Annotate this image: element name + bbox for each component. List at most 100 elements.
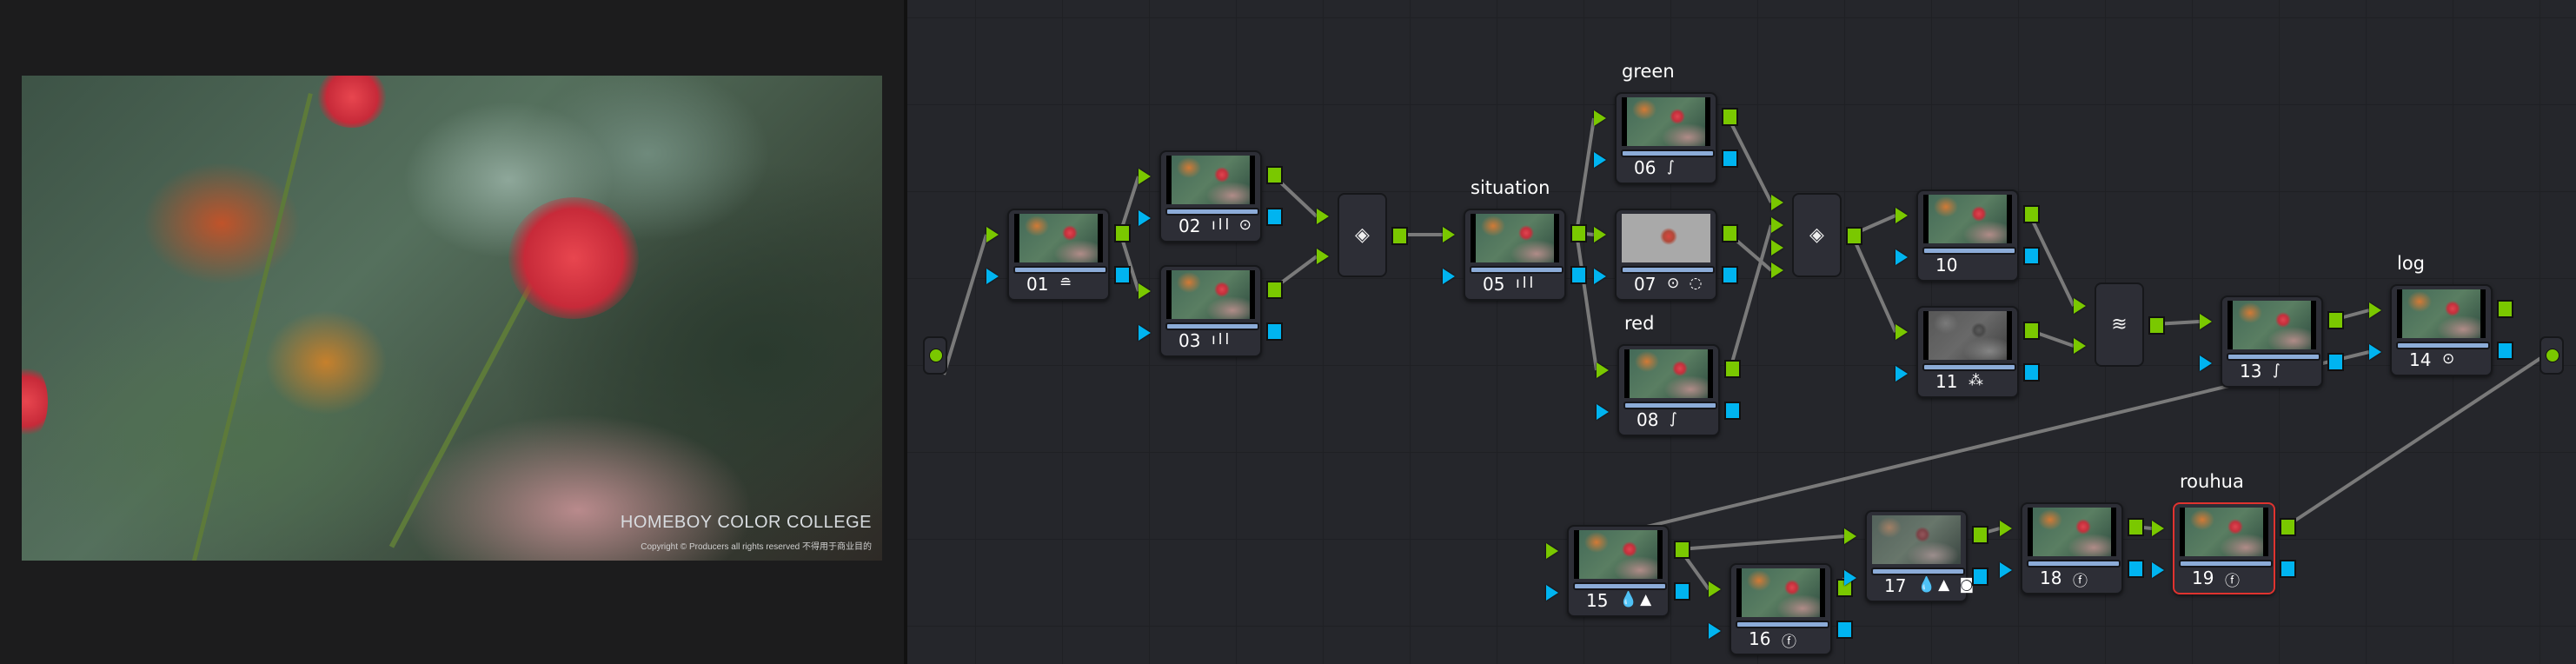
key-output-port[interactable] (1972, 568, 1988, 586)
key-output-port[interactable] (2023, 363, 2040, 382)
panel-divider[interactable] (904, 0, 907, 664)
rgb-input-port[interactable] (2000, 521, 2012, 536)
rgb-input-port[interactable] (2152, 521, 2164, 536)
node-number: 19 (2192, 568, 2214, 588)
rgb-output-port[interactable] (1722, 224, 1738, 242)
rgb-output-port[interactable] (1972, 526, 1988, 544)
rgb-input-port[interactable] (1709, 581, 1721, 597)
key-input-port[interactable] (1594, 152, 1606, 168)
mixer-input-port[interactable] (1771, 217, 1783, 233)
mixer-output-port[interactable] (1391, 227, 1408, 245)
rgb-input-port[interactable] (1139, 283, 1151, 299)
mixer-input-port[interactable] (1771, 262, 1783, 278)
rgb-output-port[interactable] (2023, 322, 2040, 340)
key-output-port[interactable] (2497, 342, 2513, 360)
node-15[interactable]: 15💧▲ (1567, 525, 1670, 617)
node-07[interactable]: 07⊙ ◌ (1615, 209, 1717, 301)
rgb-output-port[interactable] (1570, 224, 1587, 242)
rgb-input-port[interactable] (1844, 528, 1856, 544)
node-14[interactable]: 14⊙ (2390, 284, 2493, 376)
key-input-port[interactable] (1139, 210, 1151, 226)
key-input-port[interactable] (2369, 344, 2381, 360)
rgb-output-port[interactable] (1722, 108, 1738, 126)
key-output-port[interactable] (2327, 353, 2344, 371)
key-input-port[interactable] (1844, 570, 1856, 586)
key-output-port[interactable] (2023, 247, 2040, 265)
key-output-port[interactable] (1114, 266, 1131, 284)
viewer-image[interactable]: HOMEBOY COLOR COLLEGE Copyright © Produc… (22, 76, 882, 561)
rgb-output-port[interactable] (2023, 205, 2040, 223)
rgb-output-port[interactable] (1674, 541, 1690, 559)
thumbnail-image (1742, 568, 1820, 617)
rgb-output-port[interactable] (1114, 224, 1131, 242)
key-output-port[interactable] (1266, 208, 1283, 226)
key-input-port[interactable] (2000, 562, 2012, 578)
mixer-output-port[interactable] (1846, 227, 1862, 245)
mixer-input-port[interactable] (1317, 249, 1329, 264)
key-input-port[interactable] (1443, 269, 1455, 284)
key-input-port[interactable] (986, 269, 999, 284)
mixer-input-port[interactable] (1771, 195, 1783, 210)
key-output-port[interactable] (1674, 582, 1690, 601)
rgb-input-port[interactable] (1895, 208, 1908, 223)
m2-layer-mixer[interactable]: ◈ (1792, 193, 1842, 277)
rgb-input-port[interactable] (1895, 324, 1908, 340)
rgb-input-port[interactable] (2200, 314, 2212, 329)
key-input-port[interactable] (1546, 585, 1558, 601)
key-output-port[interactable] (2280, 560, 2296, 578)
m3-parallel-mixer[interactable]: ≋ (2095, 282, 2144, 367)
key-output-port[interactable] (1722, 266, 1738, 284)
key-input-port[interactable] (1597, 404, 1609, 420)
mixer-output-port[interactable] (2148, 316, 2165, 335)
key-output-port[interactable] (1722, 149, 1738, 168)
output-node[interactable] (2539, 336, 2564, 375)
key-input-port[interactable] (1895, 366, 1908, 382)
mixer-input-port[interactable] (2074, 298, 2086, 314)
rgb-input-port[interactable] (986, 227, 999, 242)
key-input-port[interactable] (1709, 623, 1721, 639)
node-08[interactable]: 08∫ (1617, 344, 1720, 436)
rgb-output-port[interactable] (1724, 360, 1741, 378)
rgb-output-port[interactable] (2327, 311, 2344, 329)
rgb-input-port[interactable] (1443, 227, 1455, 242)
rgb-input-port[interactable] (2369, 302, 2381, 318)
key-input-port[interactable] (1594, 269, 1606, 284)
rgb-output-port[interactable] (1266, 166, 1283, 184)
key-output-port[interactable] (2128, 560, 2144, 578)
rgb-input-port[interactable] (1546, 543, 1558, 559)
rgb-input-port[interactable] (1139, 169, 1151, 184)
mixer-input-port[interactable] (2074, 338, 2086, 354)
rgb-output-port[interactable] (2497, 300, 2513, 318)
key-output-port[interactable] (1724, 402, 1741, 420)
key-input-port[interactable] (1139, 325, 1151, 341)
key-output-port[interactable] (1836, 621, 1853, 639)
rgb-output-port[interactable] (1266, 281, 1283, 299)
key-input-port[interactable] (1895, 249, 1908, 265)
key-input-port[interactable] (2152, 562, 2164, 578)
source-input[interactable] (923, 336, 947, 375)
mixer-input-port[interactable] (1317, 209, 1329, 224)
node-06[interactable]: 06∫ (1615, 92, 1717, 184)
node-01[interactable]: 01≘ (1007, 209, 1110, 301)
node-11[interactable]: 11⁂ (1916, 306, 2019, 398)
rgb-output-port[interactable] (2280, 518, 2296, 536)
node-17[interactable]: 17💧▲ ◙ (1865, 510, 1974, 602)
m1-layer-mixer[interactable]: ◈ (1338, 193, 1387, 277)
node-graph[interactable] (907, 0, 2576, 664)
key-input-port[interactable] (2200, 355, 2212, 371)
rgb-output-port[interactable] (2128, 518, 2144, 536)
node-10[interactable]: 10 (1916, 189, 2019, 282)
mixer-input-port[interactable] (1771, 240, 1783, 256)
key-output-port[interactable] (1570, 266, 1587, 284)
rgb-input-port[interactable] (1594, 227, 1606, 242)
rgb-input-port[interactable] (1597, 362, 1609, 378)
rgb-input-port[interactable] (1594, 110, 1606, 126)
node-13[interactable]: 13∫ (2221, 295, 2323, 388)
key-output-port[interactable] (1266, 322, 1283, 341)
